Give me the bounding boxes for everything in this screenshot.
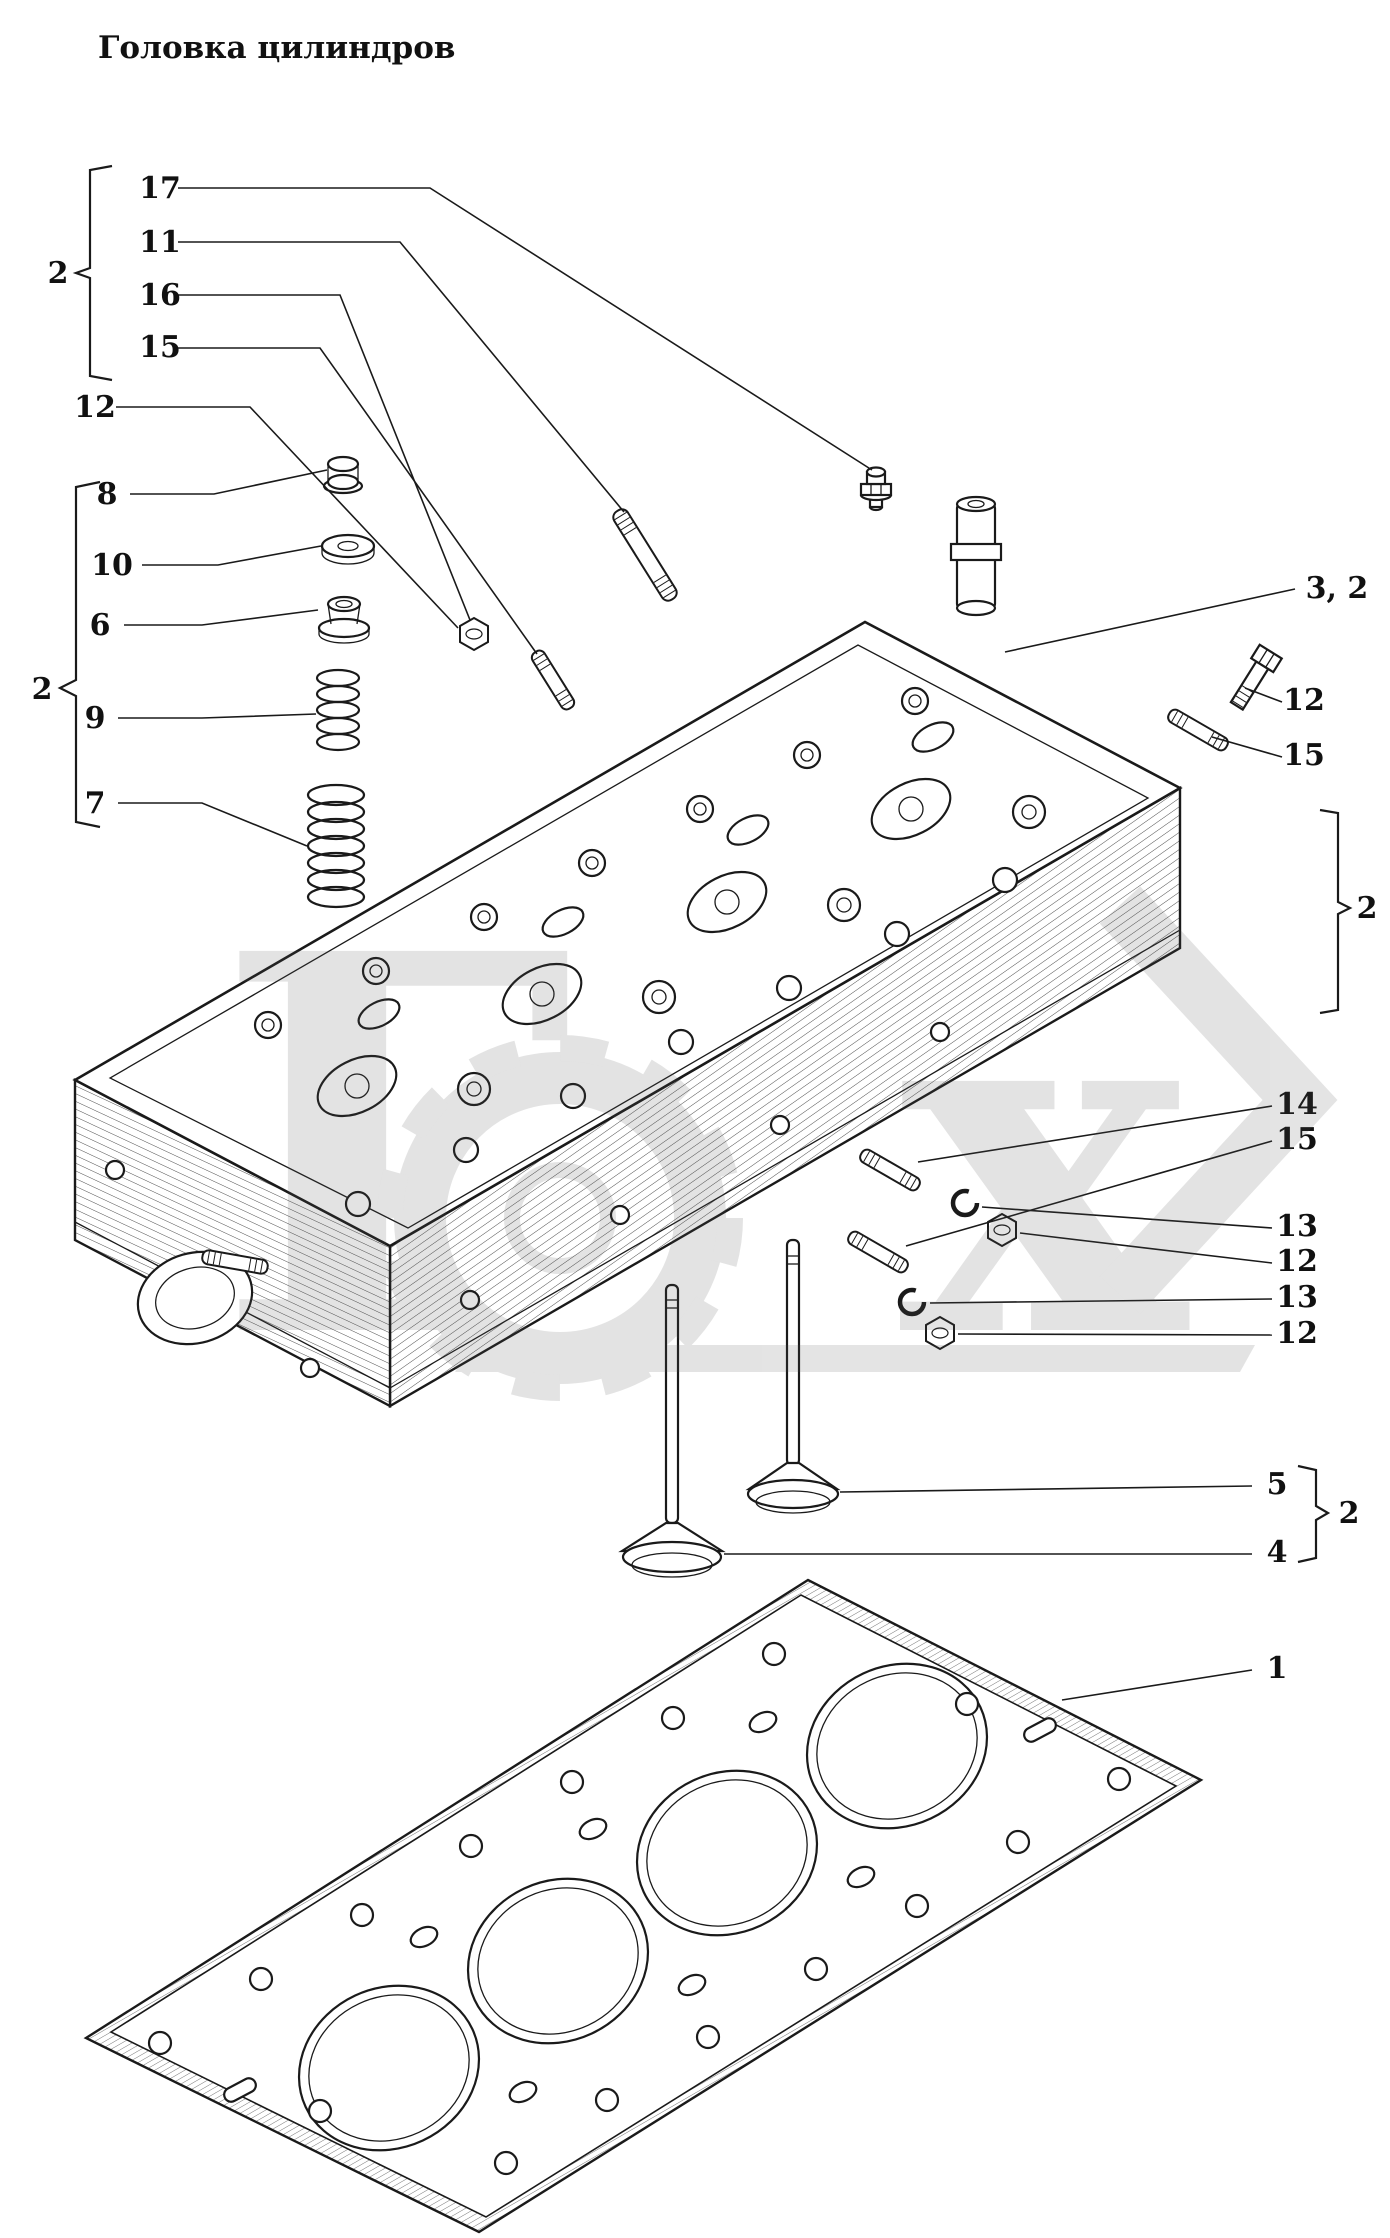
watermark-letter-left: Г: [215, 842, 574, 1453]
inner-valve-spring: [315, 668, 361, 752]
callout-3-2: 3, 2: [1306, 571, 1369, 606]
short-stud-right: [1164, 706, 1232, 754]
qty-label-right: 2: [1357, 891, 1378, 926]
callout-9: 9: [85, 701, 106, 736]
stud-holes: [344, 866, 1019, 1218]
head-gasket-illustration: [83, 1578, 1204, 2234]
valve-port-bosses: [316, 777, 952, 1118]
hex-nut: [459, 617, 489, 651]
callout-15-mid: 15: [1276, 1122, 1318, 1157]
callout-13-a: 13: [1276, 1209, 1318, 1244]
callout-15-top: 15: [139, 330, 181, 365]
stud-bosses: [253, 686, 930, 1040]
callout-8: 8: [97, 477, 118, 512]
callout-17: 17: [139, 171, 181, 206]
cylinder-head-illustration: [72, 620, 1183, 1409]
qty-label-upper: 2: [48, 256, 69, 291]
callout-12-top: 12: [74, 390, 116, 425]
spring-washer: [320, 533, 376, 565]
union-fitting: [859, 466, 893, 512]
callout-4: 4: [1267, 1535, 1288, 1570]
callout-1: 1: [1267, 1651, 1288, 1686]
valve-cap-nut: [322, 455, 364, 495]
water-slots: [357, 721, 955, 1030]
short-stud: [528, 647, 578, 713]
callout-5: 5: [1267, 1467, 1288, 1502]
qty-label-valves: 2: [1339, 1496, 1360, 1531]
watermark-band: [455, 1345, 1255, 1372]
outer-valve-spring: [306, 783, 366, 909]
water-outlet-port: [136, 1250, 254, 1346]
valve-stem-seal: [317, 595, 371, 644]
qty-label-left: 2: [32, 672, 53, 707]
watermark-letter-right: х: [900, 880, 1193, 1444]
valve-guide: [949, 495, 1003, 617]
gasket-bolt-holes: [147, 1641, 1132, 2176]
callout-12-right: 12: [1283, 683, 1325, 718]
page-title: Головка цилиндров: [98, 30, 455, 66]
callout-6: 6: [90, 608, 111, 643]
callout-12-a: 12: [1276, 1244, 1318, 1279]
long-stud: [609, 505, 681, 605]
callout-11: 11: [139, 225, 181, 260]
callout-14: 14: [1276, 1087, 1318, 1122]
callout-10: 10: [91, 548, 133, 583]
callout-12-b: 12: [1276, 1316, 1318, 1351]
bolt: [1229, 643, 1284, 712]
watermark-gear-icon: [377, 1035, 743, 1401]
group-brackets: [57, 164, 1353, 1564]
exhaust-valve: [745, 1238, 841, 1514]
watermark-chevron: [1099, 886, 1338, 1314]
callout-15-right: 15: [1283, 738, 1325, 773]
cylinder-bores: [297, 1662, 989, 2152]
background-watermark: Г х: [215, 842, 1338, 1453]
callout-7: 7: [85, 786, 106, 821]
intake-valve: [618, 1283, 726, 1578]
callout-16: 16: [139, 278, 181, 313]
injector-wells: [456, 794, 1047, 1107]
leader-lines: [116, 187, 1296, 1701]
gasket-water-slots: [223, 1710, 1057, 2104]
callout-13-b: 13: [1276, 1280, 1318, 1315]
